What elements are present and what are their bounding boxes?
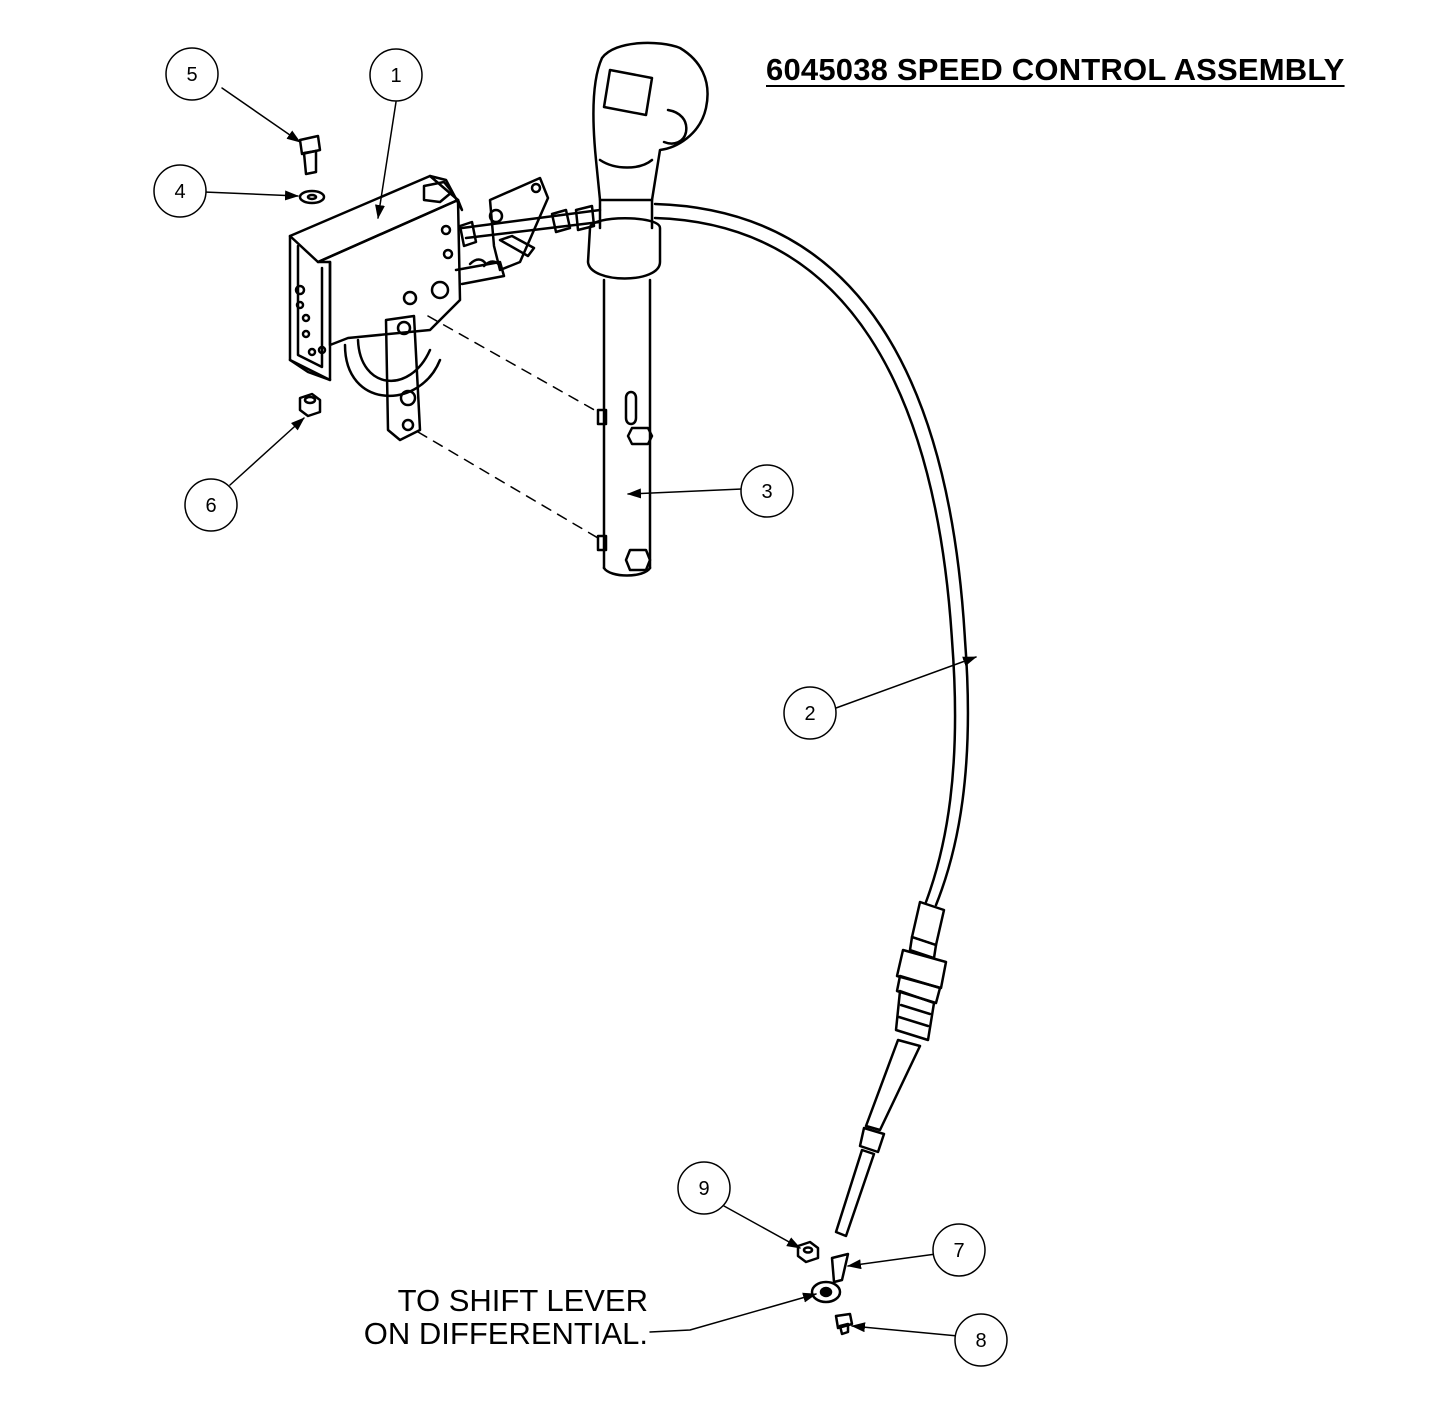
hex-nut: [298, 392, 322, 418]
note-line-1: TO SHIFT LEVER: [397, 1283, 648, 1318]
note-line-2: ON DIFFERENTIAL.: [363, 1316, 648, 1351]
callout-circle-8: [954, 1313, 1008, 1367]
rod-end-nut: [796, 1240, 820, 1264]
callout-circle-4: [153, 164, 207, 218]
callout-1: 1: [390, 65, 401, 87]
callout-2: 2: [804, 703, 815, 725]
alignment-lines: [417, 315, 599, 539]
callout-circle-1: [369, 48, 423, 102]
diagram-title: 6045038 SPEED CONTROL ASSEMBLY: [766, 52, 1345, 87]
callout-6: 6: [205, 495, 216, 517]
ball-joint-rod-end: [810, 1252, 850, 1304]
speed-control-bracket: [288, 174, 602, 442]
callout-circle-3: [740, 464, 794, 518]
callout-8: 8: [975, 1330, 986, 1352]
callout-circle-7: [932, 1223, 986, 1277]
callout-labels: 5 1 4 6 3 2 9 7 8: [174, 64, 986, 1352]
shift-lever-note: TO SHIFT LEVER ON DIFFERENTIAL.: [338, 1284, 648, 1350]
push-pull-cable: [653, 202, 970, 1238]
callout-9: 9: [698, 1178, 709, 1200]
rod-end-bolt: [834, 1312, 854, 1336]
callout-bubbles: [153, 47, 1008, 1367]
hex-bolt: [298, 134, 322, 176]
callout-circle-6: [184, 478, 238, 532]
callout-circle-5: [165, 47, 219, 101]
callout-circle-2: [783, 686, 837, 740]
flat-washer: [298, 189, 326, 205]
callout-7: 7: [953, 1240, 964, 1262]
callout-3: 3: [761, 481, 772, 503]
shift-lever-handle: [586, 41, 709, 577]
callout-5: 5: [186, 64, 197, 86]
callout-circle-9: [677, 1161, 731, 1215]
leader-lines: [203, 87, 977, 1337]
callout-4: 4: [174, 181, 185, 203]
